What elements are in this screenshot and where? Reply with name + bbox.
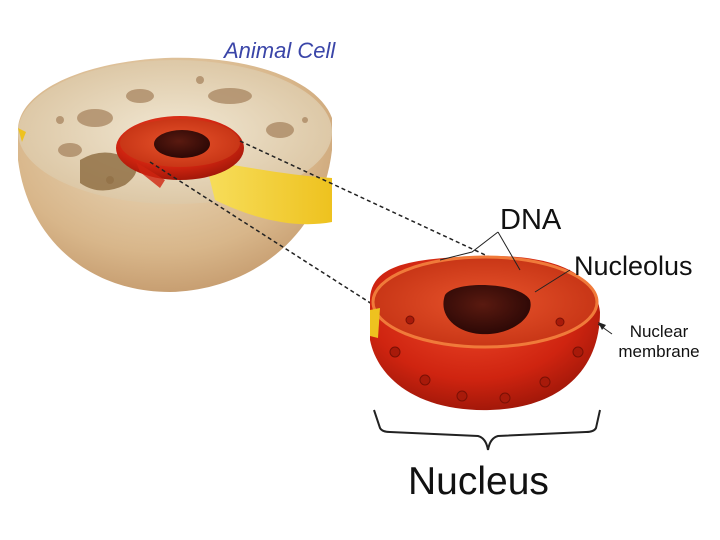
label-dna: DNA bbox=[500, 204, 562, 236]
nuclear-pores bbox=[389, 315, 584, 404]
nucleus-brace bbox=[373, 409, 601, 451]
label-nucleus: Nucleus bbox=[408, 460, 549, 503]
enlarged-nucleus-illustration bbox=[370, 255, 600, 411]
nucleus-left-yellow-edge bbox=[370, 308, 380, 338]
title-animal-cell: Animal Cell bbox=[224, 38, 336, 63]
label-nuclear-membrane: Nuclear membrane bbox=[618, 322, 700, 361]
endoplasmic-reticulum bbox=[205, 160, 332, 225]
animal-cell-illustration bbox=[18, 57, 332, 292]
zoom-connector-lines bbox=[149, 140, 596, 307]
cell-left-yellow-edge bbox=[18, 128, 26, 142]
golgi-apparatus bbox=[80, 152, 137, 191]
nuclear-membrane-arrowhead bbox=[598, 322, 606, 330]
nucleolus bbox=[443, 284, 531, 335]
label-leader-lines bbox=[439, 231, 613, 335]
cell-nucleolus bbox=[154, 130, 210, 158]
label-nucleolus: Nucleolus bbox=[574, 251, 693, 281]
nuclear-membrane-rim bbox=[371, 255, 599, 349]
cell-nucleus-red-streak bbox=[136, 162, 165, 188]
